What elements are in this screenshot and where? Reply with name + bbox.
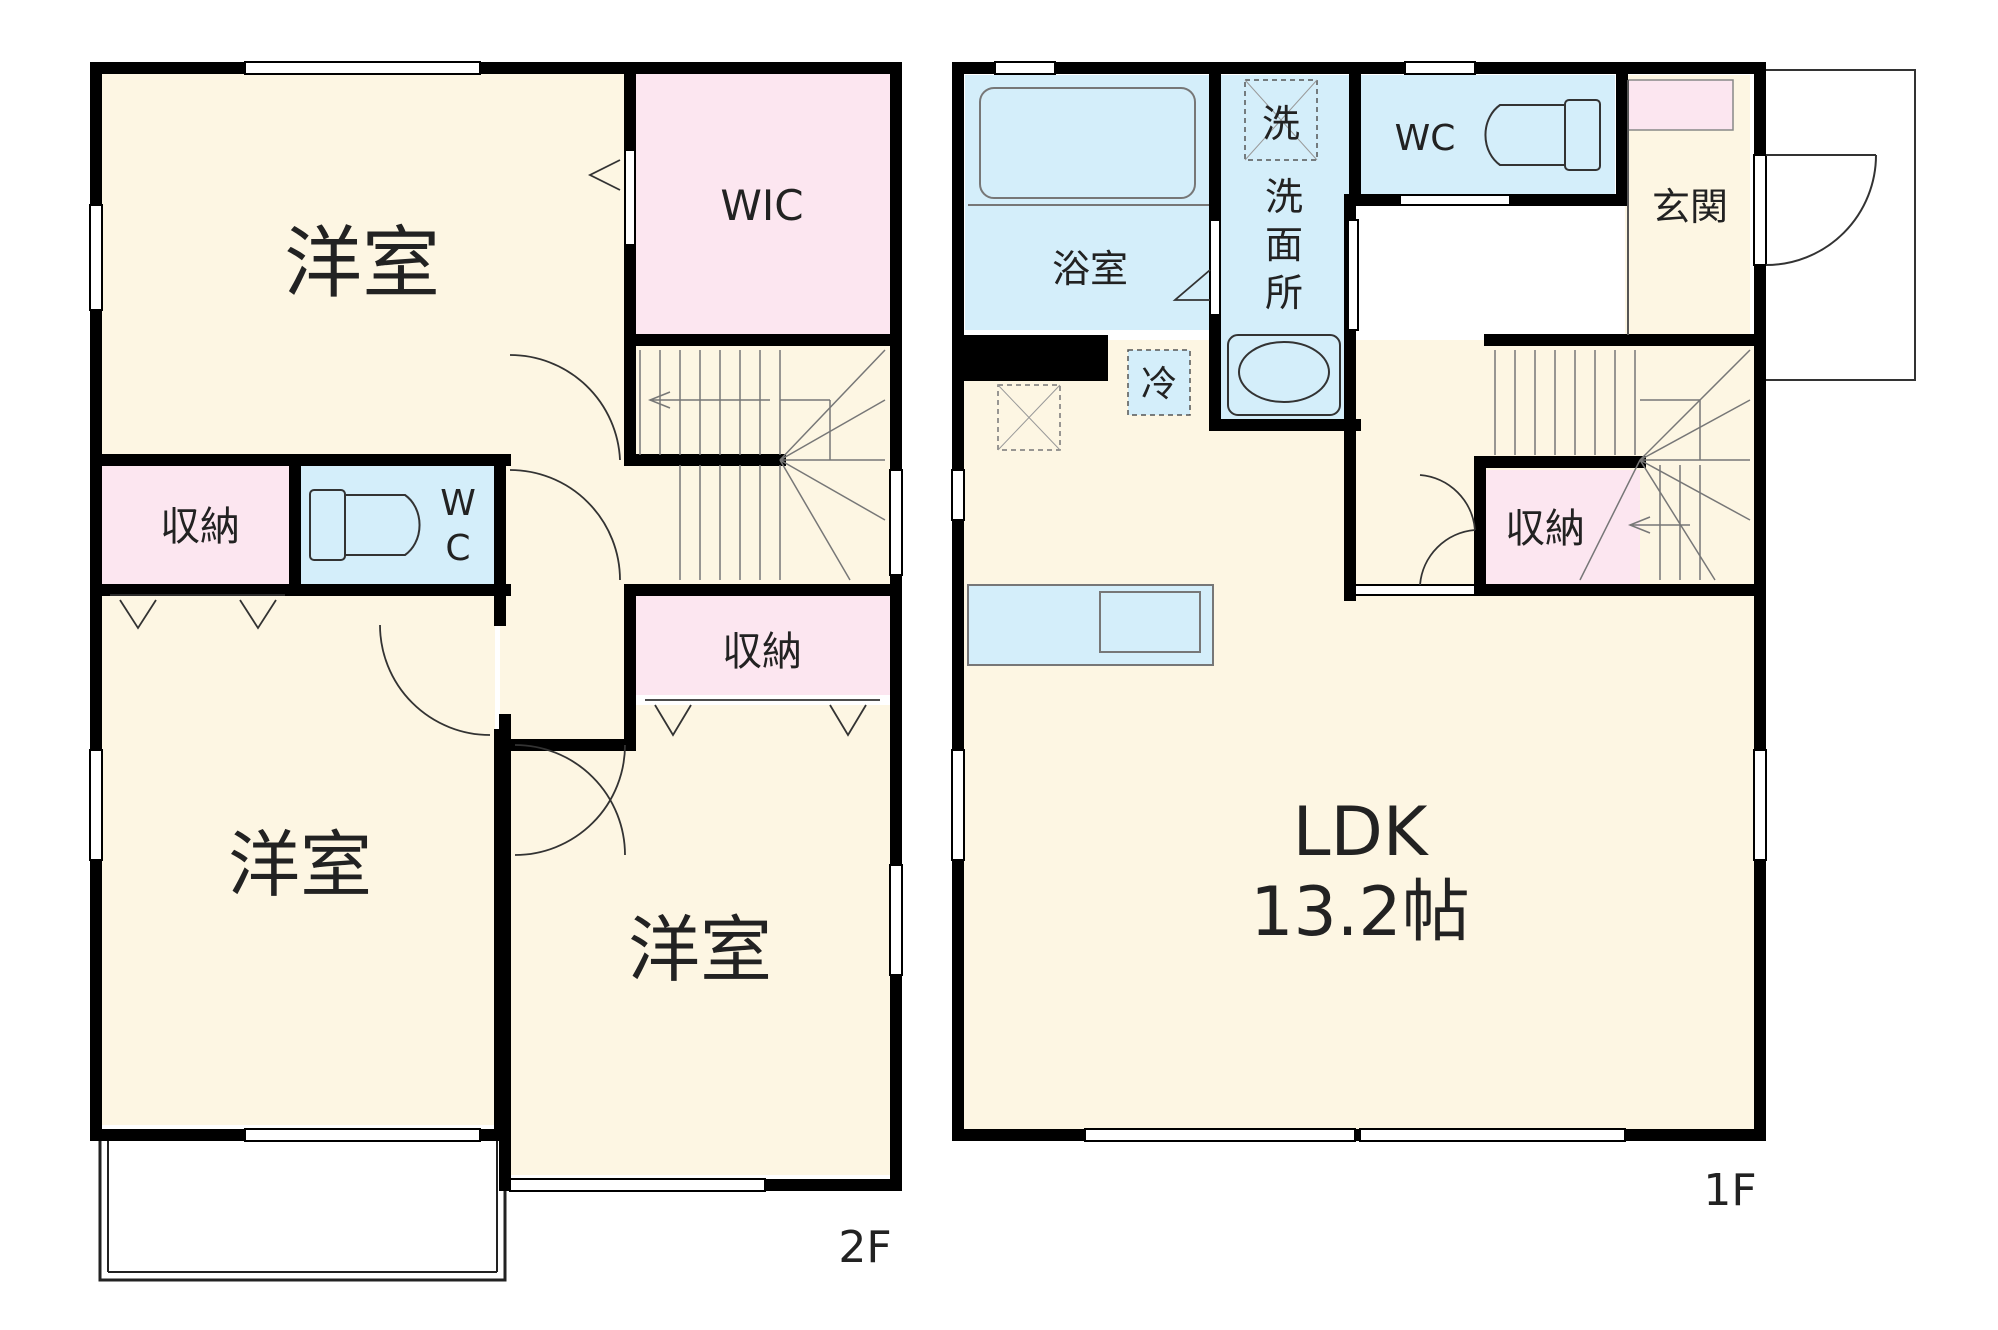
label-wc-w: W xyxy=(440,483,476,524)
porch-1f xyxy=(1765,69,1916,381)
label-entrance: 玄関 xyxy=(1652,185,1728,229)
floor-1f: 浴室 洗 洗 面 所 WC 玄関 冷 収納 LDK 13.2帖 1F xyxy=(951,61,1916,1216)
label-western-left: 洋室 xyxy=(228,823,372,907)
floor-2f: 洋室 WIC 収納 W C 収納 洋室 洋室 2F xyxy=(89,61,903,1282)
label-western-right: 洋室 xyxy=(628,908,772,992)
toilet-2f xyxy=(309,489,421,561)
windows-2f xyxy=(89,61,903,1192)
balcony-2f xyxy=(98,1133,507,1282)
stairs-2f xyxy=(639,349,886,581)
floor-label-1f: 1F xyxy=(1703,1165,1756,1216)
room-western-left-floor xyxy=(100,595,495,1125)
wall-block-kitchen xyxy=(958,335,1108,381)
room-western-top-floor xyxy=(100,70,630,460)
label-bathroom: 浴室 xyxy=(1052,247,1128,291)
label-storage-1f: 収納 xyxy=(1505,506,1585,552)
label-ldk-size: 13.2帖 xyxy=(1250,873,1469,952)
label-washer: 洗 xyxy=(1262,102,1300,146)
toilet-1f xyxy=(1484,99,1601,171)
label-western-top: 洋室 xyxy=(284,219,440,309)
stairs-1f xyxy=(1494,349,1751,581)
room-wic-floor xyxy=(635,70,890,335)
label-washroom-3: 所 xyxy=(1265,271,1303,315)
storage-left-floor xyxy=(100,465,290,585)
vent-box xyxy=(997,384,1061,451)
label-ldk: LDK xyxy=(1293,793,1430,872)
label-storage-left: 収納 xyxy=(160,504,240,550)
label-washroom-1: 洗 xyxy=(1265,175,1303,219)
floor-label-2f: 2F xyxy=(838,1222,891,1273)
storage-mid-floor xyxy=(630,595,890,695)
windows-1f xyxy=(951,61,1767,1142)
storage-1f-floor xyxy=(1485,470,1640,585)
label-storage-mid: 収納 xyxy=(722,629,802,675)
doors-2f xyxy=(110,159,880,856)
label-wic: WIC xyxy=(720,181,803,230)
hall-2f xyxy=(500,460,630,720)
entrance-mat xyxy=(1627,79,1734,131)
fridge-box xyxy=(1127,349,1191,416)
label-wc-1f: WC xyxy=(1395,118,1456,159)
label-wc-c: C xyxy=(445,528,470,569)
label-fridge: 冷 xyxy=(1141,364,1177,405)
doors-1f xyxy=(1172,269,1476,586)
bathtub xyxy=(979,87,1196,199)
label-washroom-2: 面 xyxy=(1265,223,1303,267)
room-western-right-floor xyxy=(505,705,890,1175)
